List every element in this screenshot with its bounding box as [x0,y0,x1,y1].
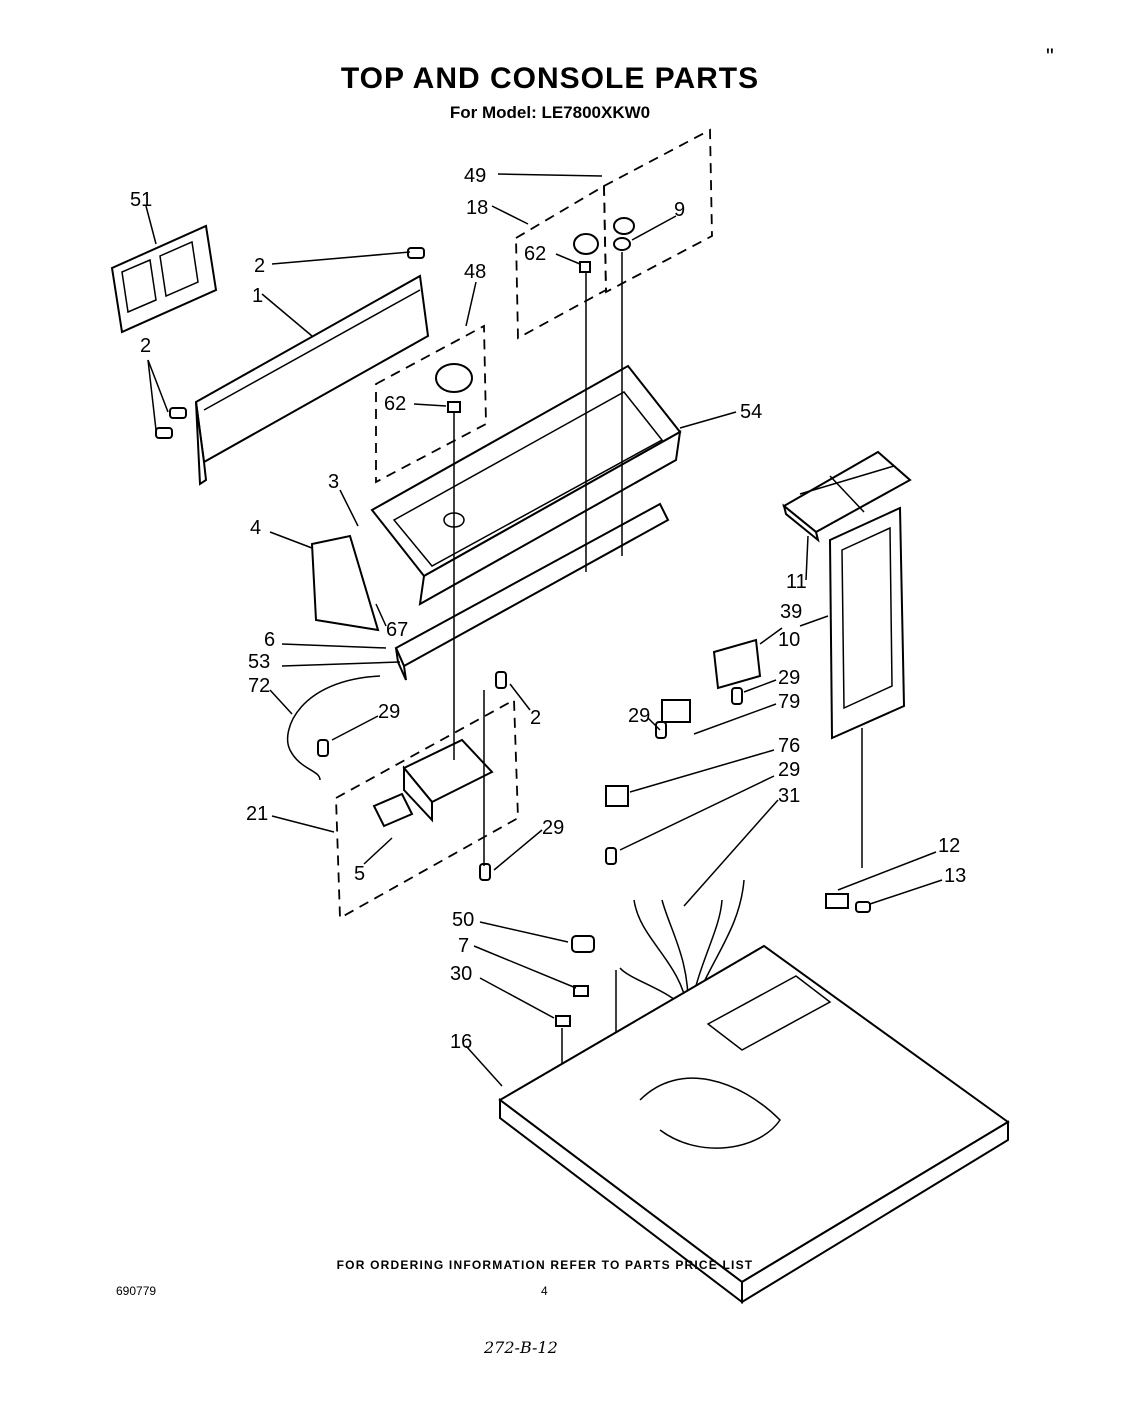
callout-31: 31 [778,785,800,807]
callout-6: 6 [264,629,275,651]
timer-assembly-box [335,698,519,920]
page-title: TOP AND CONSOLE PARTS [340,62,760,95]
callout-30: 30 [450,963,472,985]
callout-62a: 62 [524,243,546,265]
callout-49: 49 [464,165,486,187]
callout-29b: 29 [778,667,800,689]
lower-rail-part [394,502,670,681]
callout-2a: 2 [254,255,265,277]
callout-2c: 2 [530,707,541,729]
callout-29d: 29 [778,759,800,781]
callout-7: 7 [458,935,469,957]
callout-54: 54 [740,401,762,423]
callout-2b: 2 [140,335,151,357]
leader-lines [145,173,943,1087]
document-number: 690779 [116,1284,157,1298]
thermostat-parts [605,699,691,807]
callout-10: 10 [778,629,800,651]
callout-62b: 62 [384,393,406,415]
callout-53: 53 [248,651,270,673]
console-panel-part [194,274,430,486]
callout-12: 12 [938,835,960,857]
ordering-info: FOR ORDERING INFORMATION REFER TO PARTS … [336,1258,754,1272]
small-parts [555,893,849,1027]
top-panel-part [498,944,1010,1305]
callout-13: 13 [944,865,966,887]
callout-39: 39 [780,601,802,623]
callout-29e: 29 [542,817,564,839]
callout-3: 3 [328,471,339,493]
callout-29c: 29 [628,705,650,727]
cover-part [782,450,912,543]
callout-76: 76 [778,735,800,757]
callout-67: 67 [386,619,408,641]
callout-21: 21 [246,803,268,825]
callout-50: 50 [452,909,474,931]
callout-72: 72 [248,675,270,697]
model-line: For Model: LE7800XKW0 [449,103,651,122]
bezel-plate-part [110,224,218,334]
callout-1: 1 [252,285,263,307]
callout-18: 18 [466,197,488,219]
callout-48: 48 [464,261,486,283]
callout-11: 11 [786,571,807,593]
callout-4: 4 [250,517,261,539]
callout-29a: 29 [378,701,400,723]
control-board-part [828,506,906,740]
callout-51: 51 [130,189,152,211]
callout-5: 5 [354,863,365,885]
callout-16: 16 [450,1031,472,1053]
switch-part [712,638,762,690]
screw-icon-group [155,247,871,913]
handwritten-code: 272-B-12 [484,1338,558,1357]
end-cap-part [310,534,380,632]
callout-9: 9 [674,199,685,221]
switch-knob-boxes [515,128,713,340]
page-number: 4 [541,1284,548,1298]
corner-mark: " [1046,44,1054,69]
console-frame-part [370,364,682,606]
callout-labels: 51 49 18 9 62 2 1 48 2 62 54 3 4 11 39 1… [130,165,966,1053]
callout-79: 79 [778,691,800,713]
wire-harness-72 [286,675,381,781]
